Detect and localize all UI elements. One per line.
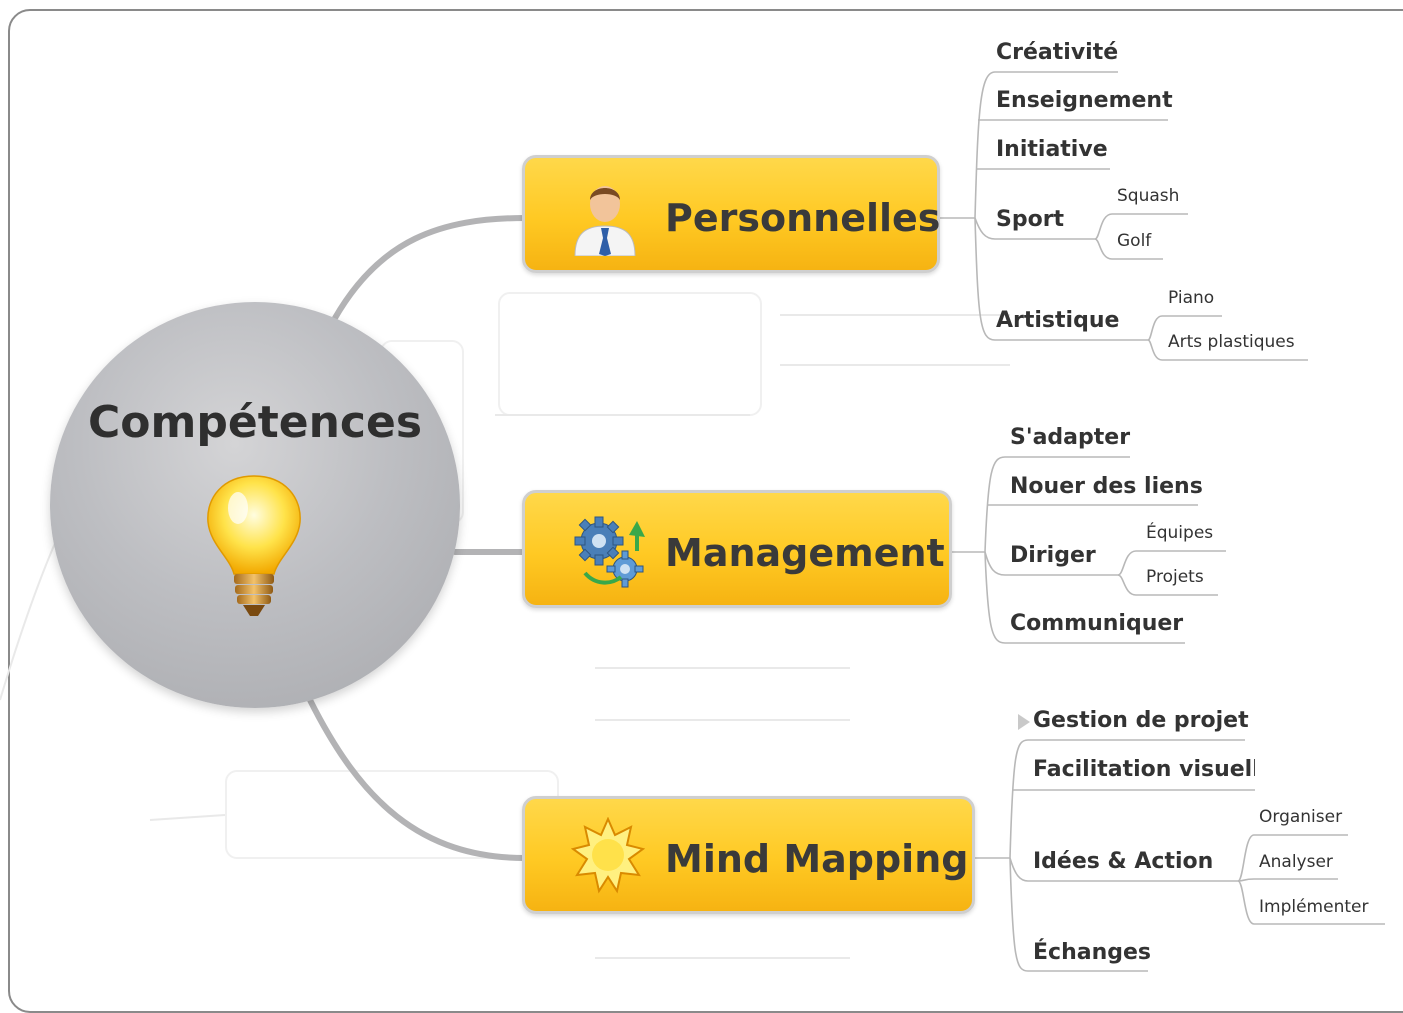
leaf-golf[interactable]: Golf (1117, 231, 1152, 251)
subtopic-initiative[interactable]: Initiative (996, 137, 1108, 162)
subtopic-artistique[interactable]: Artistique (996, 308, 1120, 333)
leaf-analyser[interactable]: Analyser (1259, 852, 1333, 872)
topic-personnelles[interactable]: Personnelles (522, 155, 940, 273)
topic-label: Personnelles (665, 196, 941, 240)
subtopic-echanges[interactable]: Échanges (1033, 940, 1152, 965)
gears-icon (574, 516, 645, 588)
collapse-marker-icon[interactable] (1018, 714, 1030, 730)
connector-lines (0, 71, 1385, 972)
subtopic-sadapter[interactable]: S'adapter (1010, 425, 1131, 450)
main-branches (307, 215, 528, 861)
topic-management[interactable]: Management (522, 490, 952, 608)
subtopic-gestion-de-projet[interactable]: Gestion de projet (1033, 708, 1249, 733)
subtopic-sport[interactable]: Sport (996, 207, 1065, 232)
subtopic-enseignement[interactable]: Enseignement (996, 88, 1173, 113)
central-topic-title: Compétences (87, 397, 423, 448)
leaf-equipes[interactable]: Équipes (1146, 523, 1214, 543)
leaf-organiser[interactable]: Organiser (1259, 807, 1343, 827)
leaf-implementer[interactable]: Implémenter (1259, 897, 1369, 917)
ghost-lines (0, 314, 1010, 959)
person-icon (574, 186, 636, 256)
leaf-squash[interactable]: Squash (1117, 186, 1180, 206)
topic-label: Management (665, 531, 945, 575)
subtopic-idees-action[interactable]: Idées & Action (1033, 849, 1214, 874)
leaf-projets[interactable]: Projets (1146, 567, 1204, 587)
subtopic-creativite[interactable]: Créativité (996, 40, 1119, 65)
subtopic-diriger[interactable]: Diriger (1010, 543, 1096, 568)
topic-mind-mapping[interactable]: Mind Mapping (522, 796, 975, 914)
mind-map-canvas: Compétences (0, 9, 1403, 1013)
sun-burst-icon (571, 817, 645, 894)
subtopic-nouer-des-liens[interactable]: Nouer des liens (1010, 474, 1203, 499)
leaf-arts-plastiques[interactable]: Arts plastiques (1168, 332, 1295, 352)
subtopic-facilitation-visuelle[interactable]: Facilitation visuelle (1033, 757, 1255, 782)
lightbulb-icon (207, 475, 301, 616)
subtopic-communiquer[interactable]: Communiquer (1010, 611, 1184, 636)
central-topic[interactable]: Compétences (50, 302, 460, 708)
sub-branches (940, 71, 1385, 972)
leaf-piano[interactable]: Piano (1168, 288, 1215, 308)
topic-label: Mind Mapping (665, 837, 969, 881)
